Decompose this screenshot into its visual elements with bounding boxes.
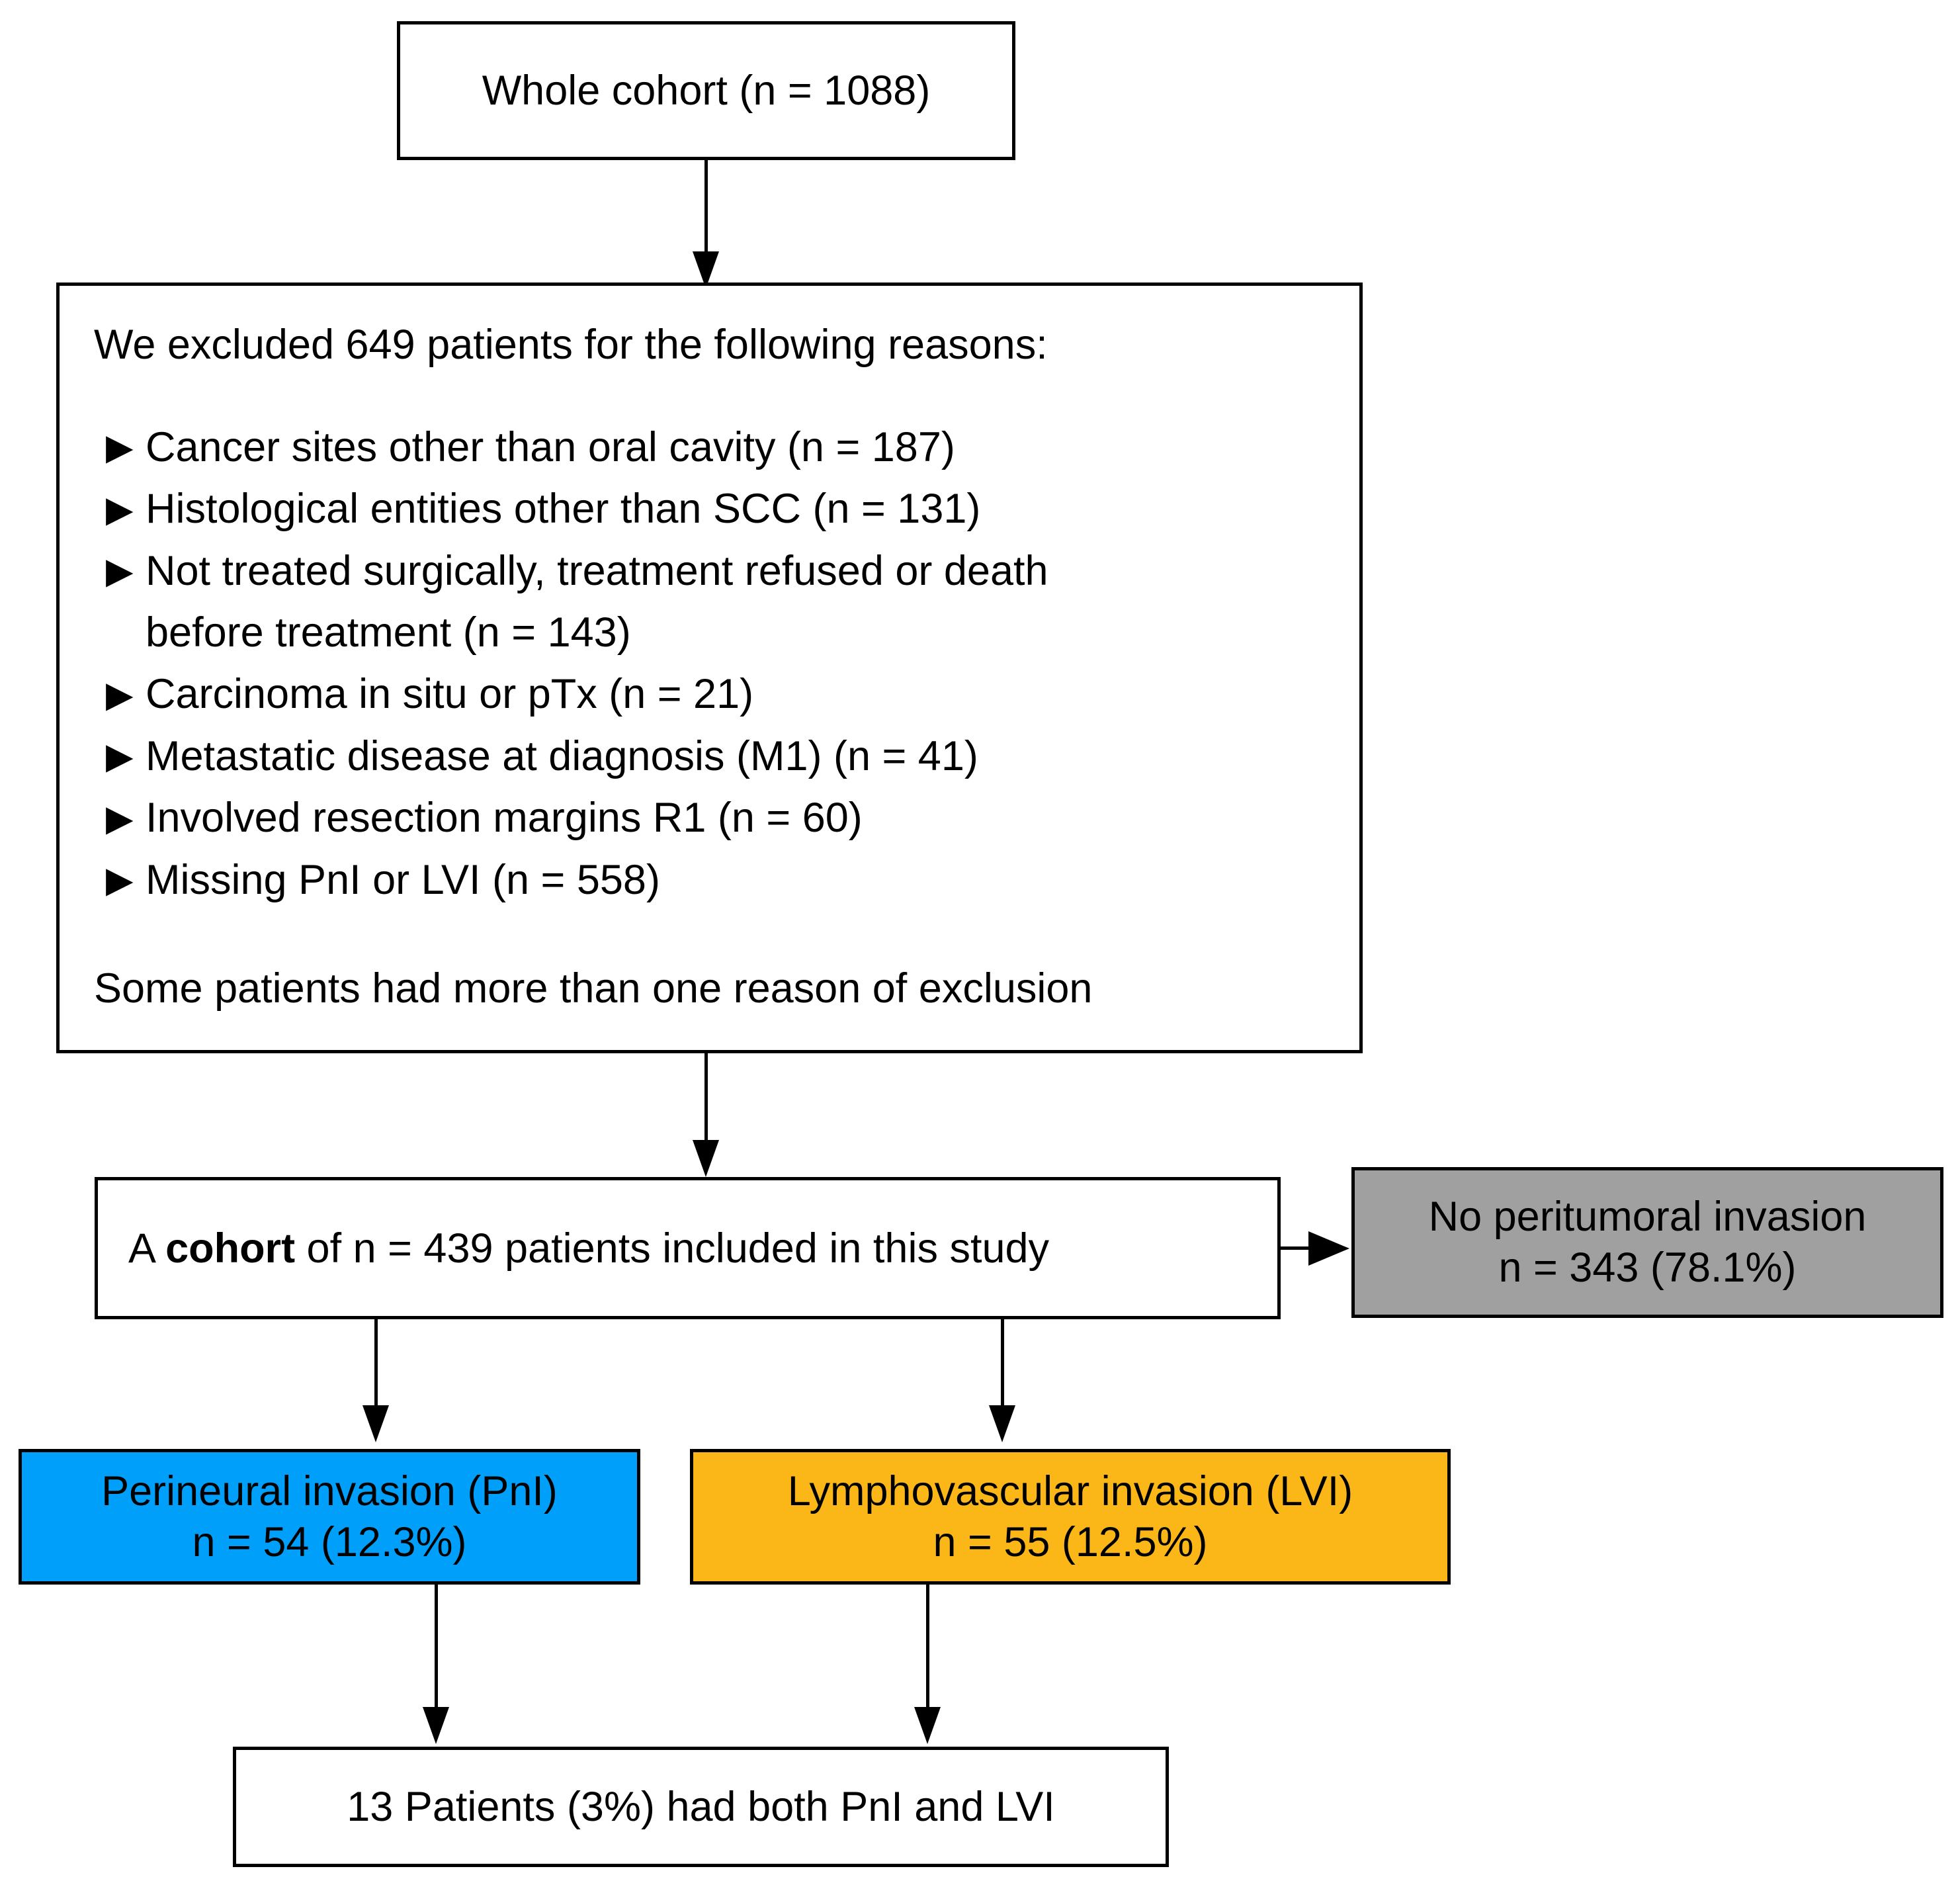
- lvi-title: Lymphovascular invasion (LVI): [787, 1467, 1353, 1514]
- reason-text: Histological entities other than SCC (n …: [146, 486, 981, 533]
- list-item-continuation: before treatment (n = 143): [94, 603, 1359, 662]
- node-no-peritumoral-invasion: No peritumoral invasion n = 343 (78.1%): [1351, 1167, 1943, 1318]
- arrowhead-lvi-to-both: [914, 1707, 941, 1744]
- node-both-pni-and-lvi: 13 Patients (3%) had both PnI and LVI: [233, 1747, 1169, 1867]
- list-item: ▶ Cancer sites other than oral cavity (n …: [94, 418, 1359, 477]
- arrowhead-cohort-to-lvi: [989, 1405, 1015, 1442]
- node-lymphovascular-invasion: Lymphovascular invasion (LVI) n = 55 (12…: [690, 1449, 1451, 1585]
- arrowhead-cohort-to-exclusions: [693, 251, 719, 288]
- triangle-bullet-icon: ▶: [106, 736, 134, 777]
- node-cohort: A cohort of n = 439 patients included in…: [95, 1177, 1281, 1319]
- connector-pni-to-both: [435, 1585, 438, 1710]
- reason-text: before treatment (n = 143): [146, 609, 631, 656]
- cohort-suffix: of n = 439 patients included in this stu…: [295, 1225, 1050, 1272]
- list-item: ▶ Missing PnI or LVI (n = 558): [94, 851, 1359, 910]
- node-perineural-invasion: Perineural invasion (PnI) n = 54 (12.3%): [19, 1449, 640, 1585]
- connector-cohort-to-no-invasion: [1281, 1246, 1312, 1250]
- cohort-prefix: A: [128, 1225, 166, 1272]
- cohort-label: A cohort of n = 439 patients included in…: [128, 1225, 1277, 1272]
- reason-text: Missing PnI or LVI (n = 558): [146, 856, 660, 903]
- exclusions-footnote: Some patients had more than one reason o…: [94, 965, 1093, 1012]
- exclusions-intro: We excluded 649 patients for the followi…: [94, 322, 1048, 368]
- connector-cohort-to-lvi: [1001, 1319, 1004, 1409]
- list-item: ▶ Not treated surgically, treatment refus…: [94, 542, 1359, 601]
- list-item: ▶ Histological entities other than SCC (n…: [94, 480, 1359, 539]
- reason-text: Metastatic disease at diagnosis (M1) (n …: [146, 732, 978, 779]
- cohort-bold-word: cohort: [165, 1225, 296, 1272]
- triangle-bullet-icon: ▶: [106, 550, 134, 591]
- pni-count: n = 54 (12.3%): [192, 1518, 467, 1565]
- list-item: ▶ Carcinoma in situ or pTx (n = 21): [94, 665, 1359, 724]
- list-item: ▶ Metastatic disease at diagnosis (M1) (n…: [94, 727, 1359, 786]
- pni-title: Perineural invasion (PnI): [101, 1467, 558, 1514]
- node-exclusions: We excluded 649 patients for the followi…: [56, 283, 1363, 1053]
- reason-text: Not treated surgically, treatment refuse…: [146, 547, 1048, 594]
- arrowhead-pni-to-both: [423, 1707, 449, 1744]
- connector-exclusions-to-cohort: [704, 1053, 708, 1144]
- triangle-bullet-icon: ▶: [106, 489, 134, 529]
- triangle-bullet-icon: ▶: [106, 674, 134, 715]
- reason-text: Carcinoma in situ or pTx (n = 21): [146, 671, 754, 718]
- both-label: 13 Patients (3%) had both PnI and LVI: [347, 1783, 1055, 1830]
- no-invasion-title: No peritumoral invasion: [1428, 1194, 1867, 1241]
- connector-cohort-to-pni: [374, 1319, 378, 1409]
- connector-lvi-to-both: [926, 1585, 929, 1710]
- lvi-count: n = 55 (12.5%): [933, 1518, 1208, 1565]
- whole-cohort-label: Whole cohort (n = 1088): [482, 67, 931, 114]
- no-invasion-count: n = 343 (78.1%): [1498, 1244, 1797, 1291]
- node-whole-cohort: Whole cohort (n = 1088): [397, 21, 1015, 160]
- connector-cohort-to-exclusions: [704, 160, 708, 259]
- reason-text: Cancer sites other than oral cavity (n =…: [146, 423, 955, 470]
- arrowhead-cohort-to-no-invasion: [1308, 1231, 1349, 1266]
- reason-text: Involved resection margins R1 (n = 60): [146, 795, 863, 842]
- triangle-bullet-icon: ▶: [106, 860, 134, 900]
- exclusion-reason-list: ▶ Cancer sites other than oral cavity (n …: [94, 418, 1359, 913]
- triangle-bullet-icon: ▶: [106, 427, 134, 468]
- arrowhead-cohort-to-pni: [362, 1405, 389, 1442]
- arrowhead-exclusions-to-cohort: [693, 1140, 719, 1177]
- triangle-bullet-icon: ▶: [106, 798, 134, 838]
- list-item: ▶ Involved resection margins R1 (n = 60): [94, 789, 1359, 848]
